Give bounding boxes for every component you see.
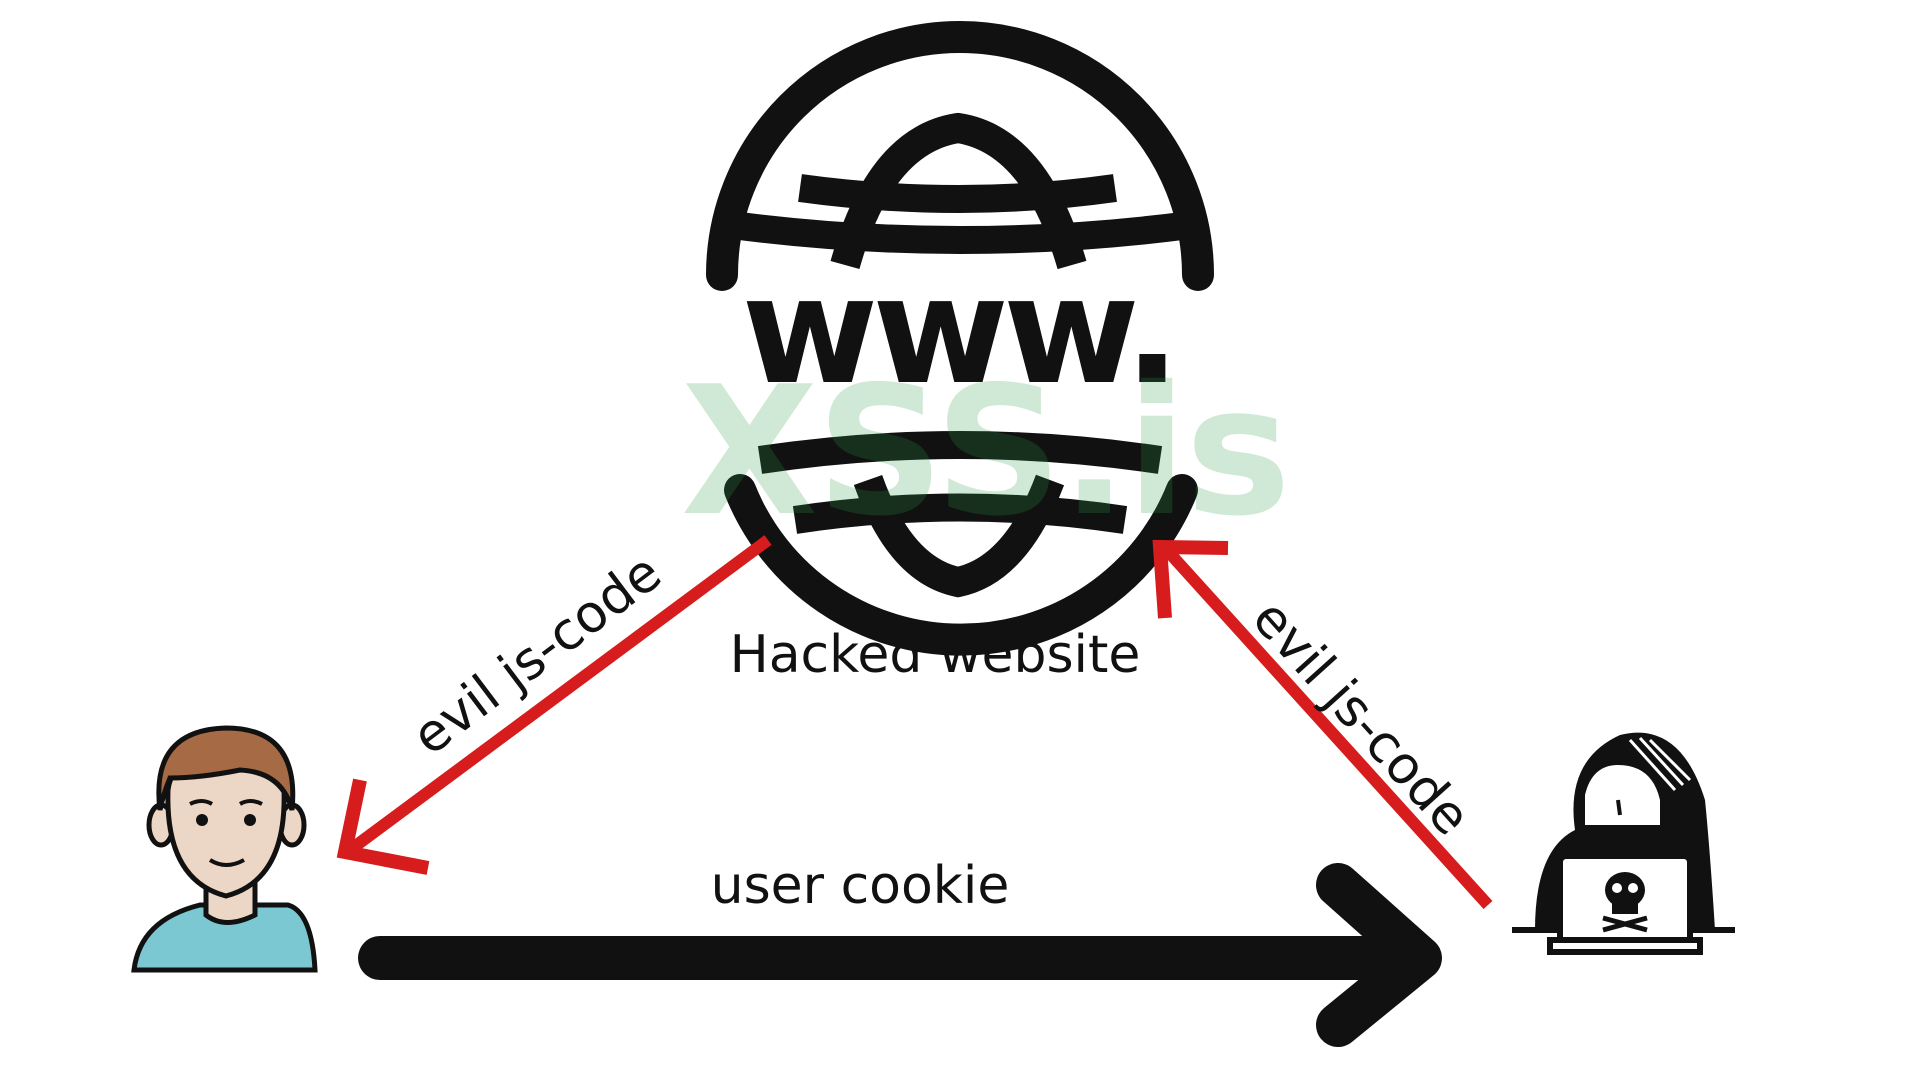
- watermark-text: XSS.is: [681, 348, 1289, 555]
- cookie-arrow: [358, 863, 1442, 1047]
- website-label: Hacked website: [730, 625, 1141, 685]
- attacker-to-website-arrow: [1152, 539, 1493, 910]
- website-to-user-arrow: [336, 535, 772, 875]
- attacker-to-website-label: evil js-code: [1240, 589, 1481, 848]
- website-to-user-label: evil js-code: [402, 543, 673, 768]
- globe-www-icon: www.: [706, 21, 1214, 656]
- hacker-laptop-skull-icon: [1512, 732, 1735, 955]
- cookie-label: user cookie: [711, 856, 1010, 916]
- user-avatar-icon: [131, 725, 318, 973]
- svg-text:www.: www.: [742, 245, 1175, 417]
